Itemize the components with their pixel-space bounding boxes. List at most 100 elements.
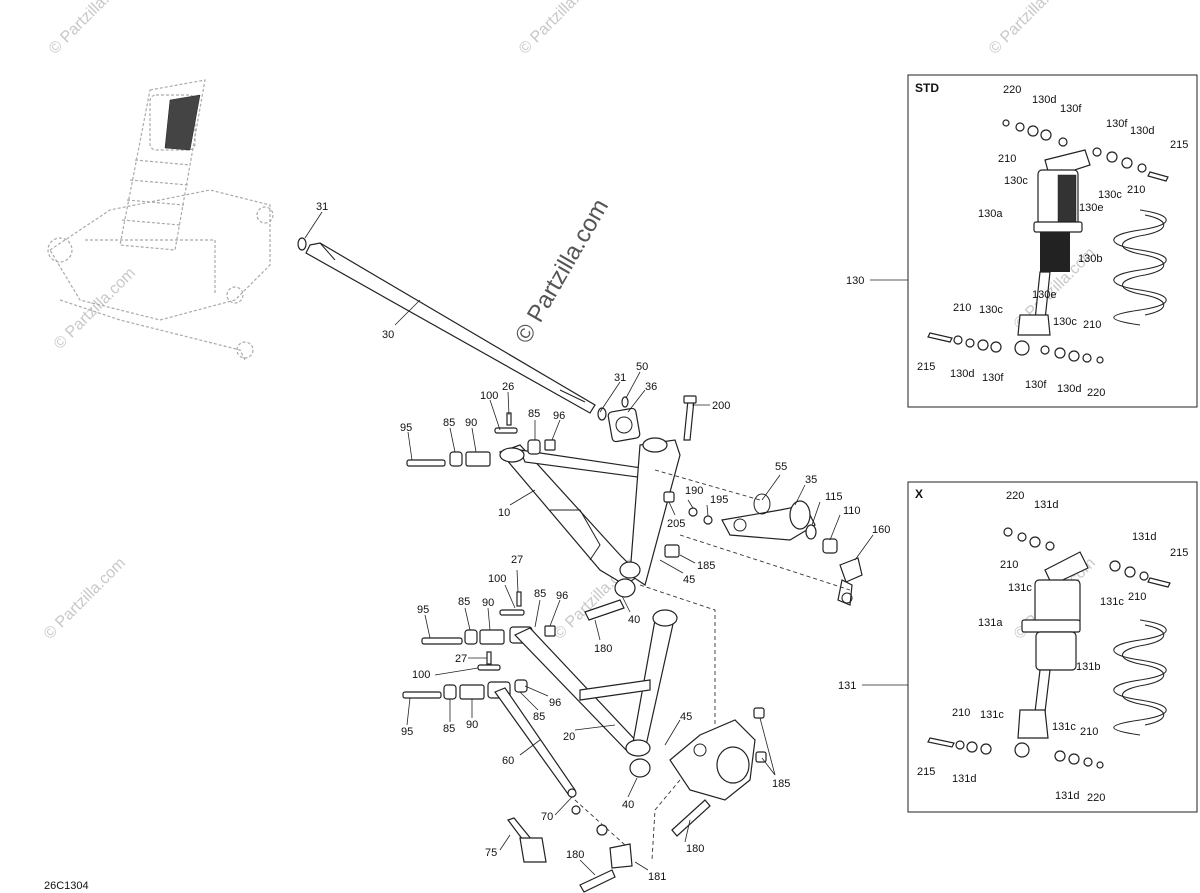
callout-100: 100 <box>488 573 506 585</box>
callout-31: 31 <box>614 372 626 384</box>
leader-lines <box>304 211 908 876</box>
callout-90: 90 <box>465 417 477 429</box>
bearing-housing <box>669 707 767 801</box>
callout-181: 181 <box>648 871 666 883</box>
watermark-low-left: © Partzilla.com <box>41 555 129 643</box>
std-hardware <box>927 119 1169 364</box>
callout-160: 160 <box>872 524 890 536</box>
callout-85: 85 <box>443 417 455 429</box>
callout-131a: 131a <box>978 617 1003 629</box>
callout-220: 220 <box>1003 84 1021 96</box>
callout-131c: 131c <box>980 709 1004 721</box>
callout-131d: 131d <box>1034 499 1058 511</box>
rod-end-181 <box>571 805 633 869</box>
lower-bolt-stack-2 <box>402 651 528 700</box>
callout-180: 180 <box>686 843 704 855</box>
callout-85: 85 <box>443 723 455 735</box>
callout-130e: 130e <box>1032 289 1056 301</box>
std-shock-box: STD <box>907 74 1198 408</box>
callout-130d: 130d <box>1057 383 1081 395</box>
callout-130f: 130f <box>1060 103 1082 115</box>
std-box-title: STD <box>915 81 939 95</box>
callout-85: 85 <box>458 596 470 608</box>
callout-20: 20 <box>563 731 575 743</box>
callout-95: 95 <box>400 422 412 434</box>
callout-130f: 130f <box>1106 118 1128 130</box>
callout-130c: 130c <box>979 304 1003 316</box>
diagram-code: 26C1304 <box>44 880 89 892</box>
callout-131b: 131b <box>1076 661 1100 673</box>
callout-130d: 130d <box>1130 125 1154 137</box>
callout-131d: 131d <box>1055 790 1079 802</box>
callout-90: 90 <box>482 597 494 609</box>
bushings-40 <box>584 578 651 778</box>
callout-31: 31 <box>316 201 328 213</box>
callout-27: 27 <box>511 554 523 566</box>
callout-130c: 130c <box>1098 189 1122 201</box>
callout-75: 75 <box>485 847 497 859</box>
callout-85: 85 <box>528 408 540 420</box>
watermark-top-center: © Partzilla.com <box>516 0 604 58</box>
callout-130a: 130a <box>978 208 1003 220</box>
callout-100: 100 <box>412 669 430 681</box>
callout-70: 70 <box>541 811 553 823</box>
callout-190: 190 <box>685 485 703 497</box>
callout-90: 90 <box>466 719 478 731</box>
overview-assembly-ghost <box>47 79 274 361</box>
trailing-arm-60 <box>494 687 577 798</box>
callout-60: 60 <box>502 755 514 767</box>
callout-27: 27 <box>455 653 467 665</box>
bolt-180-lower <box>579 799 711 893</box>
callout-131c: 131c <box>1008 582 1032 594</box>
lower-a-arm-20 <box>513 609 678 757</box>
callout-185: 185 <box>772 778 790 790</box>
callout-100: 100 <box>480 390 498 402</box>
callout-96: 96 <box>553 410 565 422</box>
callout-210: 210 <box>1080 726 1098 738</box>
callout-180: 180 <box>566 849 584 861</box>
callout-95: 95 <box>417 604 429 616</box>
callout-96: 96 <box>556 590 568 602</box>
callout-220: 220 <box>1087 387 1105 399</box>
callout-36: 36 <box>645 381 657 393</box>
callout-130c: 130c <box>1004 175 1028 187</box>
callout-130e: 130e <box>1079 202 1103 214</box>
callout-131: 131 <box>838 680 856 692</box>
callout-210: 210 <box>998 153 1016 165</box>
callout-220: 220 <box>1087 792 1105 804</box>
callout-35: 35 <box>805 474 817 486</box>
callout-200: 200 <box>712 400 730 412</box>
callout-130b: 130b <box>1078 253 1102 265</box>
callout-45: 45 <box>680 711 692 723</box>
watermark-top-left: © Partzilla.com <box>46 0 134 58</box>
callout-180: 180 <box>594 643 612 655</box>
callout-115: 115 <box>825 491 843 503</box>
callout-30: 30 <box>382 329 394 341</box>
callout-131d: 131d <box>1132 531 1156 543</box>
x-spring <box>1113 619 1167 736</box>
callout-215: 215 <box>1170 139 1188 151</box>
upper-a-arm-10 <box>498 437 681 586</box>
coupler-36 <box>607 396 641 443</box>
callout-131c: 131c <box>1052 721 1076 733</box>
callout-210: 210 <box>1083 319 1101 331</box>
callout-85: 85 <box>534 588 546 600</box>
callout-50: 50 <box>636 361 648 373</box>
drive-shaft-30 <box>297 237 607 421</box>
x-box-title: X <box>915 487 923 501</box>
callout-96: 96 <box>549 697 561 709</box>
callout-130f: 130f <box>982 372 1004 384</box>
callout-40: 40 <box>628 614 640 626</box>
clevis-75 <box>507 817 547 863</box>
callout-215: 215 <box>1170 547 1188 559</box>
callout-26: 26 <box>502 381 514 393</box>
watermark-mid-left: © Partzilla.com <box>51 265 139 353</box>
callout-130d: 130d <box>1032 94 1056 106</box>
callout-215: 215 <box>917 361 935 373</box>
std-spring <box>1113 209 1167 326</box>
callout-95: 95 <box>401 726 413 738</box>
watermark-top-right: © Partzilla.com <box>986 0 1074 58</box>
steering-arm-35 <box>721 493 816 541</box>
callout-110: 110 <box>843 505 861 517</box>
